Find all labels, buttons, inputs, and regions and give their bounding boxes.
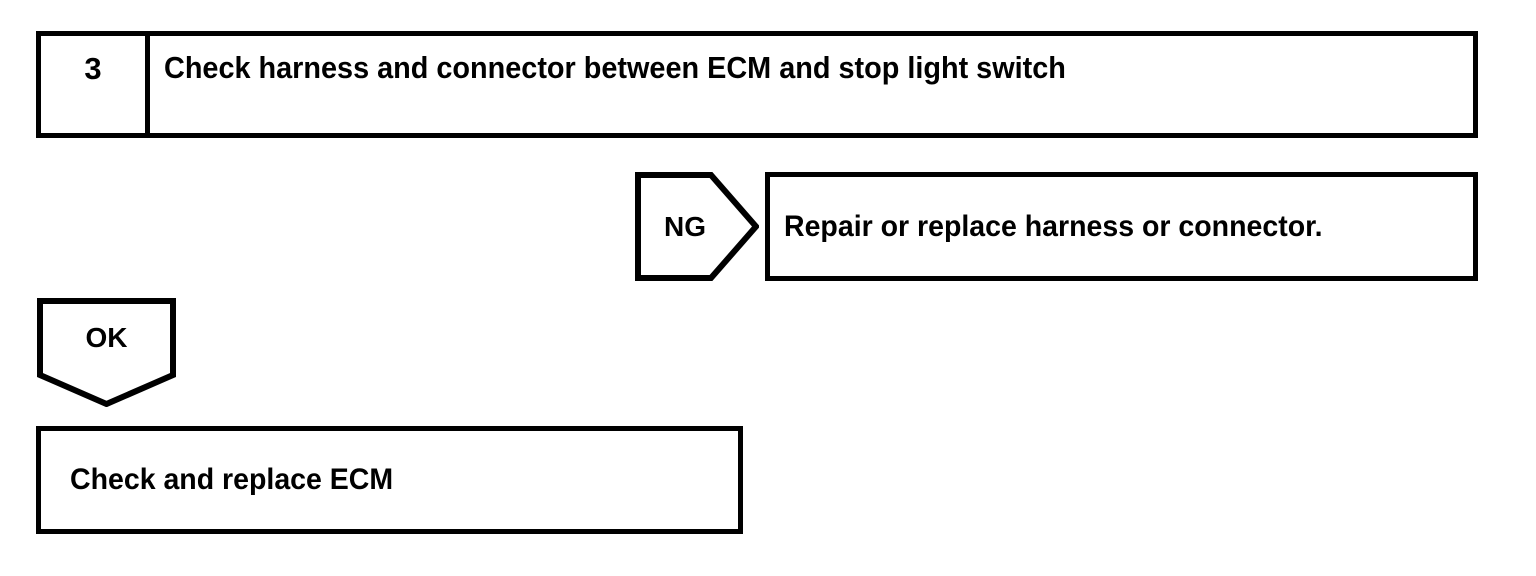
step-title: Check harness and connector between ECM … xyxy=(164,50,1066,85)
ng-result-box: Repair or replace harness or connector. xyxy=(765,172,1478,281)
ng-result-text: Repair or replace harness or connector. xyxy=(784,209,1323,243)
ng-branch-tag: NG xyxy=(635,172,759,281)
step-number: 3 xyxy=(84,51,102,86)
final-action-box: Check and replace ECM xyxy=(36,426,743,534)
pentagon-arrow-down-icon xyxy=(37,298,176,407)
ok-branch-tag: OK xyxy=(37,298,176,407)
step-header-box: 3 Check harness and connector between EC… xyxy=(36,31,1478,138)
pentagon-arrow-right-icon xyxy=(635,172,759,281)
final-action-text: Check and replace ECM xyxy=(70,463,394,496)
step-title-cell: Check harness and connector between ECM … xyxy=(150,36,1473,133)
step-number-cell: 3 xyxy=(41,36,150,133)
